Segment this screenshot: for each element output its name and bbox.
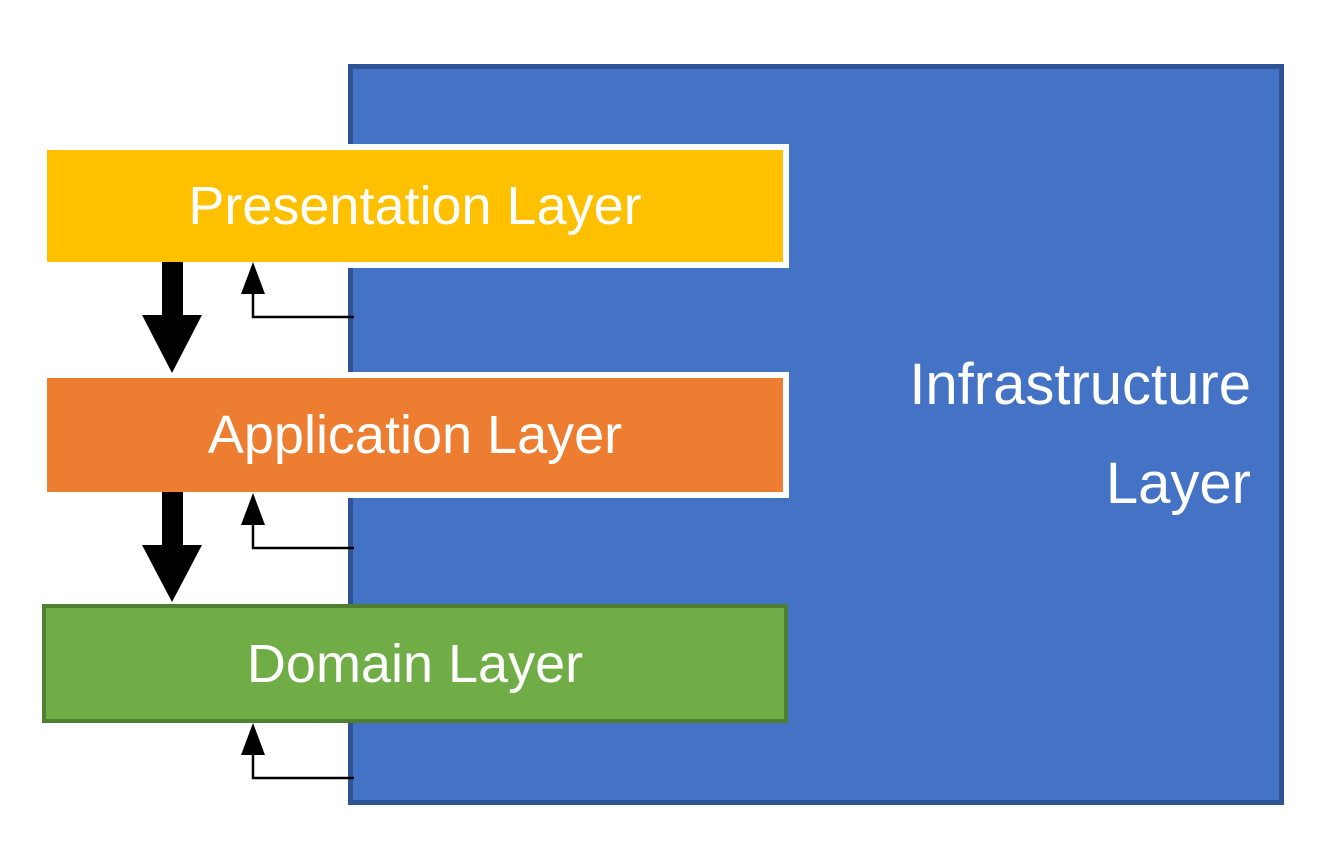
thin-arrow-head-3 bbox=[241, 723, 265, 755]
domain-layer-box: Domain Layer bbox=[42, 604, 788, 723]
thin-arrow-line-1 bbox=[251, 291, 354, 319]
infrastructure-layer-label: Infrastructure Layer bbox=[909, 351, 1251, 516]
thick-down-arrow-application-to-domain bbox=[142, 492, 202, 602]
application-layer-label: Application Layer bbox=[207, 405, 623, 465]
thin-arrow-line-2 bbox=[251, 522, 354, 550]
thick-down-arrow-presentation-to-application bbox=[142, 262, 202, 373]
presentation-layer-label: Presentation Layer bbox=[188, 176, 642, 236]
thin-up-arrow-infrastructure-to-domain bbox=[241, 723, 354, 780]
application-layer-box: Application Layer bbox=[41, 372, 789, 498]
thin-arrow-line-3 bbox=[251, 752, 354, 780]
thin-up-arrow-infrastructure-to-application bbox=[241, 493, 354, 550]
presentation-layer-box: Presentation Layer bbox=[41, 144, 789, 268]
domain-layer-label: Domain Layer bbox=[246, 633, 584, 694]
thin-up-arrow-infrastructure-to-presentation bbox=[241, 262, 354, 319]
